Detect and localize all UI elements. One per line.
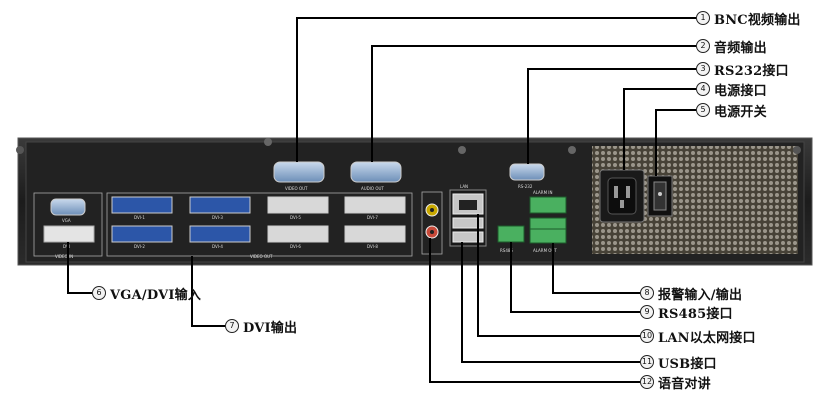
callout-number: 2	[696, 39, 710, 53]
dvi-output-label: DVI-7	[367, 215, 378, 220]
callout-label: 电源接口	[714, 83, 767, 99]
callout-vga-dvi-input: 6 VGA/DVI输入	[92, 285, 202, 303]
callout-power-switch: 5 电源开关	[696, 102, 767, 120]
callout-bnc-video-output: 1 BNC视频输出	[696, 10, 801, 28]
video-in-label: VIDEO IN	[55, 254, 73, 259]
callout-intercom: 12 语音对讲	[640, 374, 711, 392]
dvi-output-port	[267, 225, 329, 243]
dvi-output-port	[189, 225, 251, 243]
vga-label: VGA	[62, 218, 71, 223]
dvi-output-port	[111, 196, 173, 214]
alarm-in-label: ALARM IN	[533, 190, 552, 195]
callout-number: 11	[640, 355, 654, 369]
alarm-in-terminal	[529, 196, 567, 214]
alarm-out-label: ALARM OUT	[533, 248, 557, 253]
callout-number: 8	[640, 286, 654, 300]
usb-port-2	[452, 231, 484, 243]
audio-out-label: AUDIO OUT	[361, 186, 384, 191]
callout-power-port: 4 电源接口	[696, 81, 767, 99]
callout-number: 10	[640, 329, 654, 343]
dvi-output-port	[189, 196, 251, 214]
dvi-output-port	[111, 225, 173, 243]
callout-number: 6	[92, 286, 106, 300]
callout-label: VGA/DVI输入	[110, 287, 202, 303]
callout-number: 9	[640, 305, 654, 319]
callout-number: 3	[696, 62, 710, 76]
callout-label: RS232接口	[714, 63, 789, 79]
leader-lines	[67, 17, 696, 383]
callout-audio-output: 2 音频输出	[696, 38, 767, 56]
dvi-output-port	[344, 196, 406, 214]
video-out-group	[106, 192, 413, 257]
callout-number: 5	[696, 103, 710, 117]
callout-usb: 11 USB接口	[640, 354, 717, 372]
lan-label: LAN	[460, 184, 468, 189]
vga-input-port	[50, 198, 86, 216]
rs485-label: RS485	[500, 248, 513, 253]
callout-rs485: 9 RS485接口	[640, 304, 733, 322]
dvi-output-label: DVI-1	[134, 215, 145, 220]
alarm-out-terminal	[529, 228, 567, 244]
callout-label: DVI输出	[243, 320, 298, 336]
callout-number: 7	[225, 319, 239, 333]
rs232-label: RS-232	[518, 184, 533, 189]
bnc-video-output-port	[273, 161, 325, 183]
callout-number: 1	[696, 11, 710, 25]
video-out-bottom-label: VIDEO OUT	[250, 254, 273, 259]
callout-alarm-io: 8 报警输入/输出	[640, 285, 743, 303]
dvi-output-label: DVI-8	[367, 244, 378, 249]
video-out-top-label: VIDEO OUT	[285, 186, 308, 191]
callout-lan: 10 LAN以太网接口	[640, 328, 756, 346]
callout-dvi-output: 7 DVI输出	[225, 318, 298, 336]
rs232-port	[509, 163, 545, 181]
dvi-input-port	[43, 225, 95, 243]
callout-label: LAN以太网接口	[658, 330, 756, 346]
callout-label: USB接口	[658, 356, 717, 372]
dvi-output-label: DVI-3	[212, 215, 223, 220]
dvi-output-label: DVI-5	[290, 215, 301, 220]
callout-label: 电源开关	[714, 104, 767, 120]
callout-number: 12	[640, 375, 654, 389]
callout-rs232: 3 RS232接口	[696, 61, 789, 79]
callout-label: 音频输出	[714, 40, 767, 56]
dvi-output-port	[344, 225, 406, 243]
callout-label: RS485接口	[658, 306, 733, 322]
dvi-label: DVI	[63, 244, 70, 249]
dvi-output-label: DVI-4	[212, 244, 223, 249]
rs485-terminal	[497, 225, 525, 243]
dvi-output-label: DVI-6	[290, 244, 301, 249]
audio-output-port	[350, 161, 402, 183]
dvi-output-label: DVI-2	[134, 244, 145, 249]
callout-label: 报警输入/输出	[658, 287, 743, 303]
dvi-output-port	[267, 196, 329, 214]
usb-port-1	[452, 217, 484, 229]
callout-number: 4	[696, 82, 710, 96]
callout-label: BNC视频输出	[714, 12, 801, 28]
callout-label: 语音对讲	[658, 376, 711, 392]
